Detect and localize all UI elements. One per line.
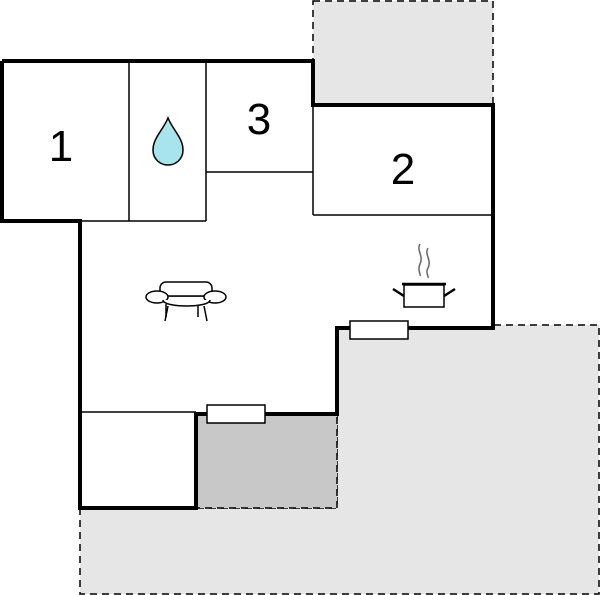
sofa-icon: [145, 281, 227, 322]
water-drop-icon: [152, 116, 184, 166]
room-label-2: 2: [391, 145, 415, 194]
outdoor-area-top: [312, 0, 494, 106]
window-living: [206, 404, 266, 424]
interior-walls: [80, 61, 493, 413]
covered-terrace: [195, 413, 338, 509]
room-label-1: 1: [49, 122, 73, 171]
cooking-pot-icon: [392, 243, 456, 308]
room-label-3: 3: [247, 95, 271, 144]
exterior-walls: [0, 59, 495, 510]
window-kitchen: [349, 320, 409, 340]
house-interior: [2, 61, 493, 508]
outdoor-area-bottom: [79, 324, 600, 595]
